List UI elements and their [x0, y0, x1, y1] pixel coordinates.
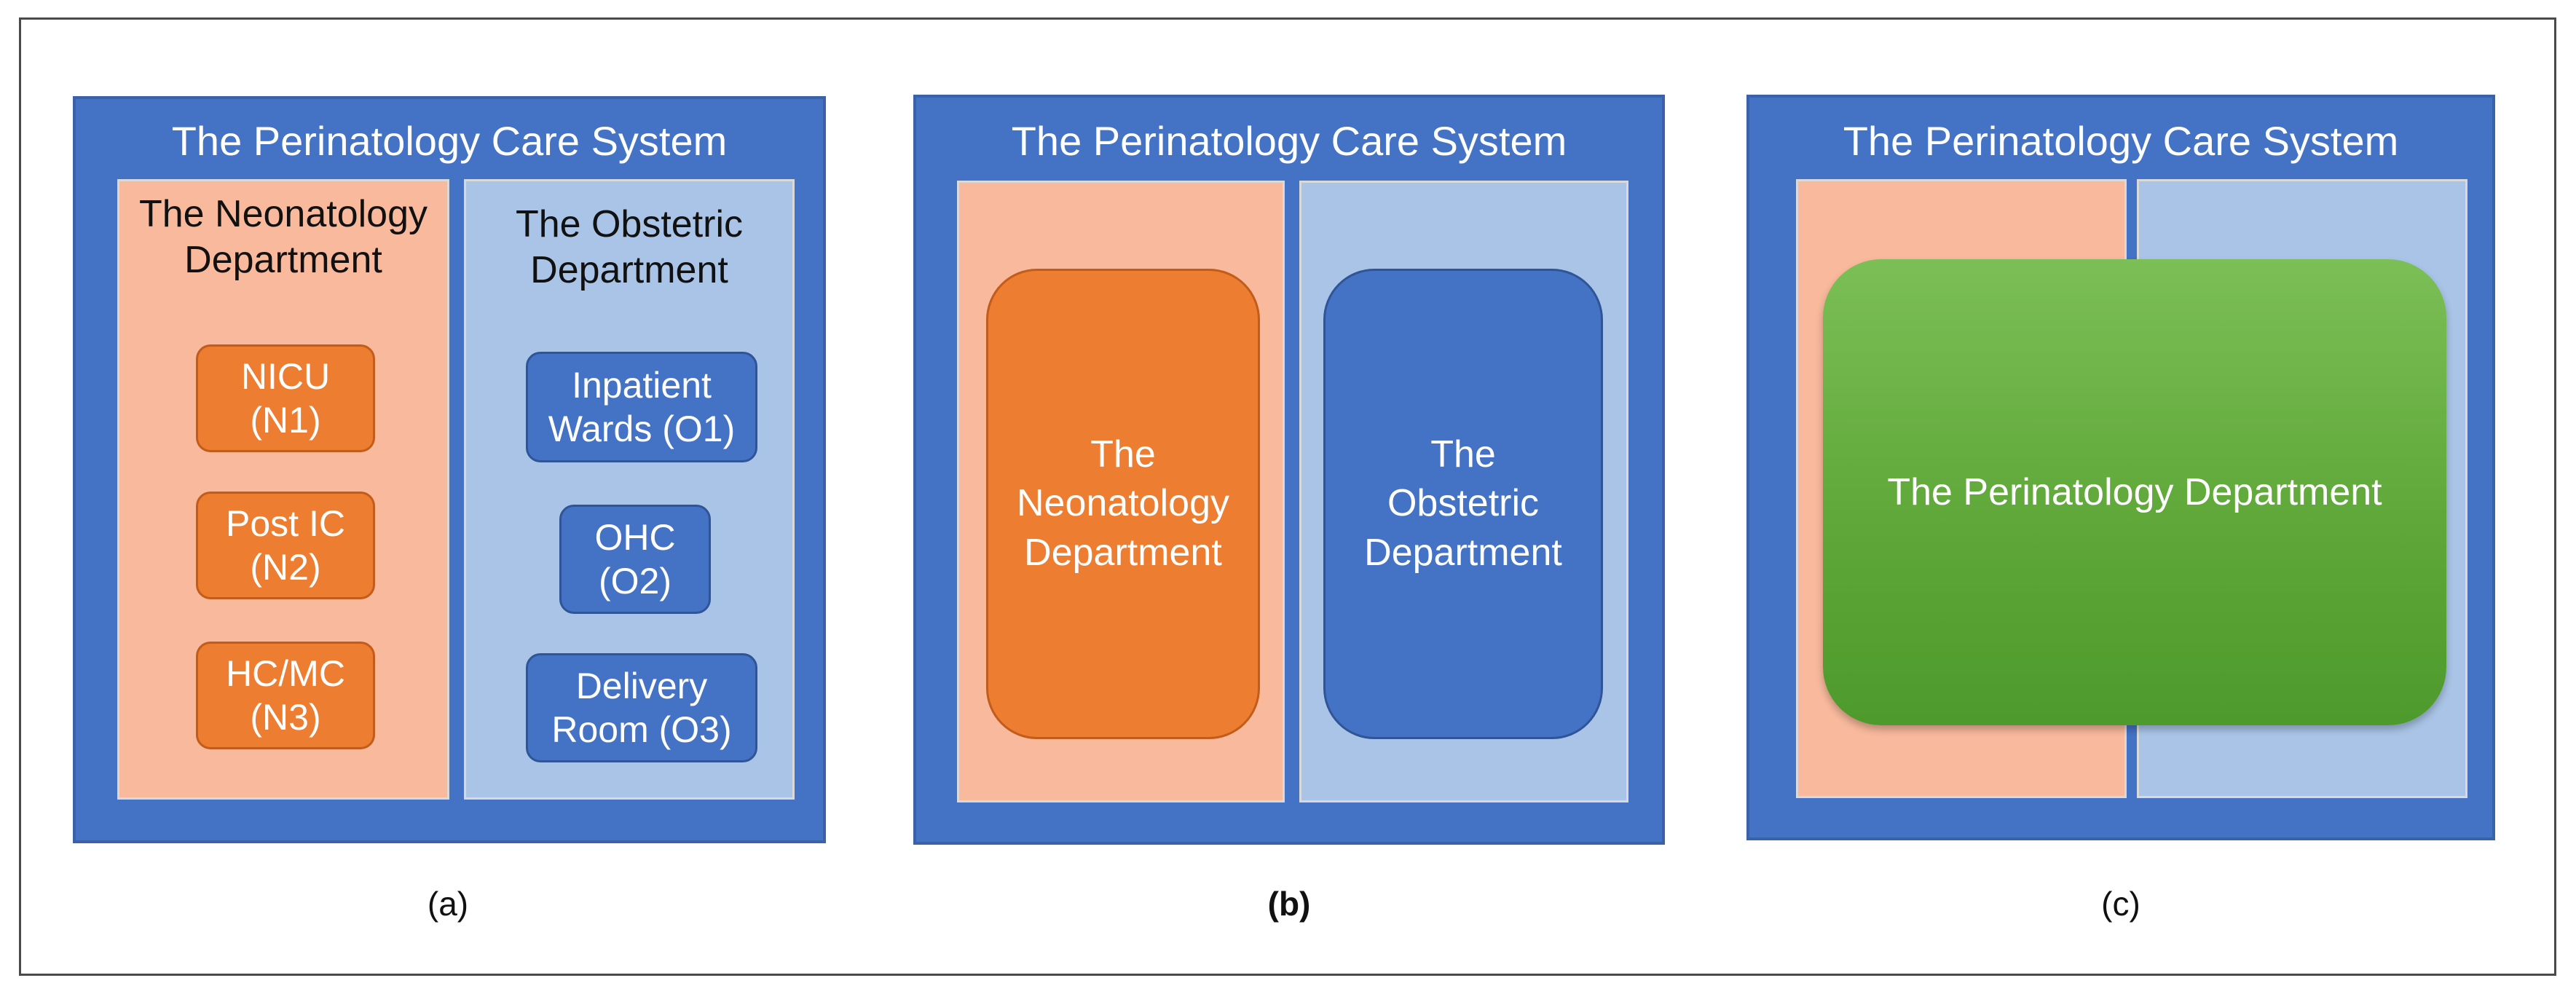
unit-delivery-room-o3: Delivery Room (O3) [526, 653, 757, 762]
panel-b-title: The Perinatology Care System [1011, 118, 1567, 164]
unit-nicu-n1: NICU (N1) [196, 344, 375, 452]
panel-b-obstetric-department: The Obstetric Department [1323, 269, 1603, 739]
panel-b-obstetric-column: The Obstetric Department [1299, 181, 1628, 802]
panel-a-neonatology-title: The Neonatology Department [138, 193, 428, 282]
caption-b: (b) [1267, 885, 1311, 923]
unit-inpatient-wards-o1: Inpatient Wards (O1) [526, 352, 757, 462]
panel-a-title: The Perinatology Care System [171, 118, 728, 164]
panel-c-perinatology-care-system: The Perinatology Care System The Perinat… [1746, 95, 2495, 840]
panel-b-perinatology-care-system: The Perinatology Care System The Neonato… [913, 95, 1665, 845]
panel-a-obstetric-title: The Obstetric Department [515, 203, 744, 292]
caption-c: (c) [2101, 885, 2140, 923]
unit-post-ic-n2: Post IC (N2) [196, 492, 375, 599]
panel-b-neonatology-department: The Neonatology Department [986, 269, 1260, 739]
panel-a-obstetric-column: The Obstetric Department Inpatient Wards… [464, 179, 795, 800]
caption-a: (a) [427, 885, 469, 923]
unit-hc-mc-n3: HC/MC (N3) [196, 642, 375, 749]
figure-frame [19, 17, 2556, 976]
panel-b-neonatology-column: The Neonatology Department [957, 181, 1285, 802]
unit-ohc-o2: OHC (O2) [559, 505, 711, 614]
panel-c-title: The Perinatology Care System [1843, 118, 2399, 164]
panel-a-neonatology-column: The Neonatology Department NICU (N1) Pos… [117, 179, 449, 800]
panel-c-perinatology-department: The Perinatology Department [1823, 259, 2446, 725]
panel-a-perinatology-care-system: The Perinatology Care System The Neonato… [73, 96, 826, 843]
